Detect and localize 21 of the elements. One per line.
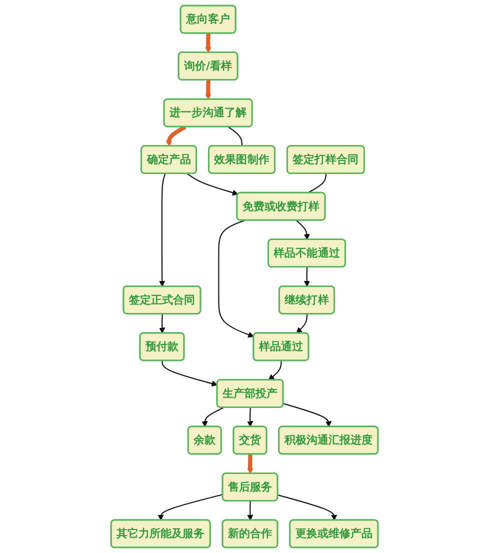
arrow — [218, 220, 254, 338]
arrow — [283, 403, 332, 428]
arrow — [278, 494, 338, 521]
arrow — [202, 407, 224, 428]
arrow — [162, 360, 218, 386]
arrow — [187, 173, 238, 196]
arrow — [205, 80, 212, 100]
arrow — [296, 220, 310, 240]
arrow — [247, 501, 254, 521]
arrow — [296, 314, 308, 334]
arrow — [268, 360, 282, 380]
arrow — [304, 267, 310, 287]
arrow — [159, 314, 166, 334]
arrow — [158, 494, 223, 521]
arrow — [247, 408, 254, 428]
arrow — [166, 125, 186, 146]
arrow — [159, 174, 166, 287]
arrow — [205, 32, 212, 53]
connector — [307, 174, 327, 194]
arrow — [247, 454, 254, 474]
connector — [228, 126, 243, 146]
